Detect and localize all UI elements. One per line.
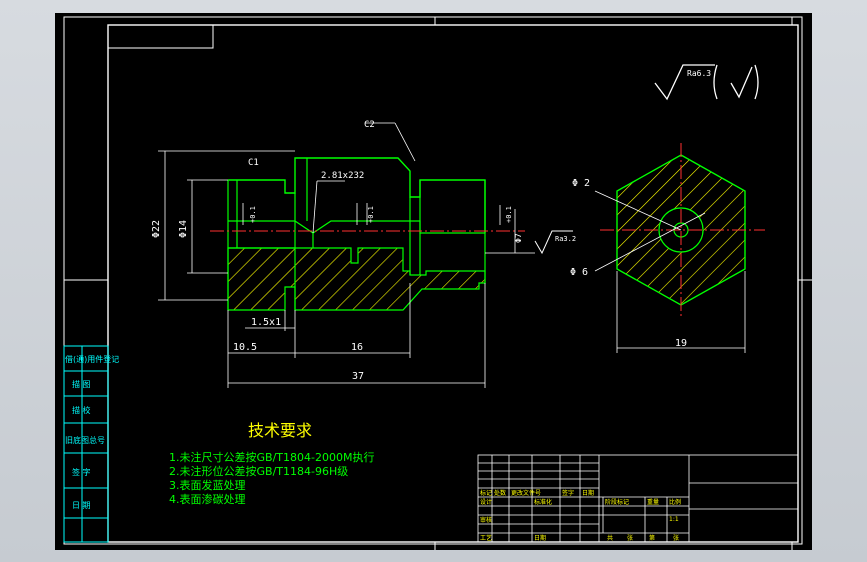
sidebar-label: 旧底图总号 [65,435,105,445]
sidebar-label: 签 字 [72,467,91,477]
dim-dia-right: Φ7 [514,233,523,243]
drawing-svg: 借(通)用件登记 描 图 描 校 旧底图总号 签 字 日 期 [63,16,812,550]
cad-drawing-canvas[interactable]: 借(通)用件登记 描 图 描 校 旧底图总号 签 字 日 期 [55,13,812,550]
tb-sheet: 共 [607,534,613,542]
dim-dia-6: Φ 6 [570,267,588,278]
section-hatch [227,247,486,311]
dim-length-16: 16 [351,342,363,353]
tb-weight-label: 重量 [647,498,659,506]
leader-dia-6 [594,212,706,272]
dim-tolerance: +0.1 [505,206,513,223]
tb-row1-cell: 更改文件号 [511,489,541,497]
zone-ticks [64,17,812,550]
tb-sheet: 第 [649,534,655,542]
tech-note: 1.未注尺寸公差按GB/T1804-2000M执行 [169,450,374,464]
tb-sheet: 张 [627,534,633,542]
tb-scale-value: 1:1 [669,516,679,523]
code-box [108,25,214,49]
tb-row1-cell: 处数 [494,489,506,497]
tech-note: 4.表面渗碳处理 [169,492,246,506]
tb-row3-cell: 审核 [480,516,492,524]
tb-row3-cell: 日期 [534,534,546,542]
leader-dia-2 [594,190,682,231]
roughness-global-label: Ra6.3 [687,69,711,78]
dim-tolerance: +0.1 [249,206,257,223]
left-sidebar-table [63,345,109,543]
tb-row2-cell: 设计 [480,498,492,506]
dim-tolerance: +0.1 [367,206,375,223]
dim-thread-undercut: 2.81x232 [321,171,364,181]
drawing-frame [107,24,799,543]
tb-row1-cell: 日期 [582,489,594,497]
tb-row1-cell: 签字 [562,489,574,497]
sidebar-label: 借(通)用件登记 [65,354,119,364]
sidebar-label: 描 图 [72,379,91,389]
title-block [477,454,799,543]
tech-requirements-title: 技术要求 [248,421,312,440]
dim-width-19: 19 [675,338,687,349]
tb-row2-cell: 标准化 [534,498,552,506]
tb-row3-cell: 工艺 [480,534,492,542]
tb-stage-label: 阶段标记 [605,498,629,506]
side-view: Φ 2 Φ 6 19 [570,143,765,353]
front-view [210,157,525,311]
dim-dia-22: Φ22 [151,220,162,238]
tb-scale-label: 比例 [669,498,681,506]
dim-undercut: 1.5x1 [251,317,281,328]
roughness-local-symbol [534,230,573,255]
tech-note: 2.未注形位公差按GB/T1184-96H级 [169,464,348,478]
tb-sheet: 张 [673,534,679,542]
tech-note: 3.表面发蓝处理 [169,478,246,492]
roughness-local-label: Ra3.2 [555,235,576,243]
dim-dia-14: Φ14 [178,220,189,238]
part-outline-upper [228,157,486,233]
dim-chamfer-c2: C2 [364,120,375,130]
dim-length-10-5: 10.5 [233,342,257,353]
dim-length-37: 37 [352,371,364,382]
sidebar-label: 日 期 [72,501,91,510]
sidebar-label: 描 校 [72,405,91,415]
dim-chamfer-c1: C1 [248,158,259,168]
front-dimensions [158,122,535,388]
dim-dia-2: Φ 2 [572,178,590,189]
roughness-global-symbol [654,64,759,101]
tb-row1-cell: 标记 [480,489,492,497]
